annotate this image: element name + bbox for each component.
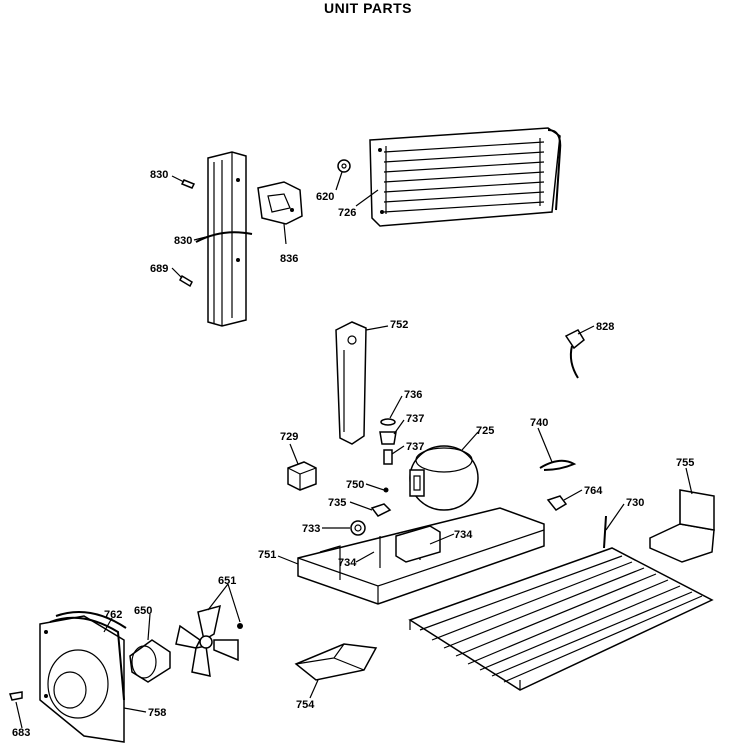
fan-shroud-part — [39, 615, 125, 743]
callout-labels: 830 830 689 836 620 726 752 828 736 737 … — [12, 169, 694, 739]
screw-683 — [9, 691, 23, 701]
fan-motor-part — [129, 639, 171, 683]
fan-blade-part — [175, 604, 239, 677]
compressor-part — [409, 445, 479, 511]
condenser-part — [369, 127, 562, 227]
screw-689 — [179, 274, 193, 288]
label-836: 836 — [280, 253, 298, 265]
capacitor-part — [287, 461, 317, 491]
label-736: 736 — [404, 389, 422, 401]
evaporator-coil-part — [408, 515, 714, 691]
label-735: 735 — [328, 497, 346, 509]
label-758: 758 — [148, 707, 166, 719]
nut-651 — [237, 623, 243, 629]
label-751: 751 — [258, 549, 276, 561]
label-726: 726 — [338, 207, 356, 219]
label-683: 683 — [12, 727, 30, 739]
diagram-title: UNIT PARTS — [324, 0, 412, 16]
label-730: 730 — [626, 497, 644, 509]
label-737-top: 737 — [406, 413, 424, 425]
label-755: 755 — [676, 457, 694, 469]
tray-754-part — [294, 643, 378, 681]
clip-740 — [539, 459, 577, 471]
gasket-762 — [49, 611, 127, 701]
label-764: 764 — [584, 485, 603, 497]
terminal-735 — [370, 503, 392, 517]
base-pan-part — [297, 507, 545, 605]
label-740: 740 — [530, 417, 548, 429]
sleeve-737 — [383, 449, 393, 465]
label-650: 650 — [134, 605, 152, 617]
label-750: 750 — [346, 479, 364, 491]
label-737-bottom: 737 — [406, 441, 424, 453]
label-733: 733 — [302, 523, 320, 535]
overload-733 — [350, 520, 366, 536]
label-752: 752 — [390, 319, 408, 331]
mount-bracket-part — [335, 321, 367, 445]
label-651: 651 — [218, 575, 236, 587]
label-828: 828 — [596, 321, 614, 333]
power-cord-part — [564, 329, 585, 379]
label-830-screw: 830 — [150, 169, 168, 181]
label-725: 725 — [476, 425, 494, 437]
label-734-left: 734 — [338, 557, 357, 569]
label-762: 762 — [104, 609, 122, 621]
vertical-channel-part — [195, 151, 253, 327]
relay-bracket-part — [257, 181, 303, 225]
label-830-channel: 830 — [174, 235, 192, 247]
label-734-right: 734 — [454, 529, 473, 541]
screw-830 — [180, 179, 196, 189]
label-754: 754 — [296, 699, 315, 711]
bracket-755-part — [649, 489, 715, 563]
grommet-737 — [379, 431, 397, 445]
grommet-620 — [337, 159, 351, 173]
label-620: 620 — [316, 191, 334, 203]
grommet-736 — [380, 418, 396, 426]
clip-764 — [546, 495, 568, 511]
label-689: 689 — [150, 263, 168, 275]
leader-lines — [15, 171, 693, 729]
screw-750 — [383, 487, 389, 493]
label-729: 729 — [280, 431, 298, 443]
